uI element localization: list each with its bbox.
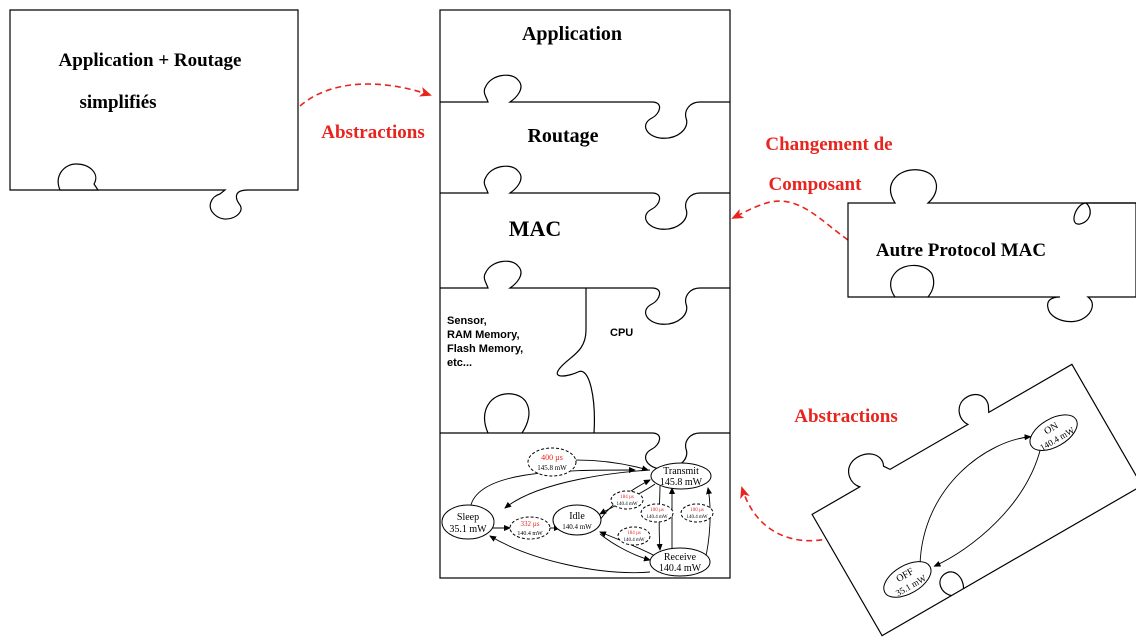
state-receive-name: Receive — [664, 552, 697, 563]
state-transmit-name: Transmit — [663, 466, 699, 477]
hardware-label-group: Sensor, RAM Memory, Flash Memory, etc... — [447, 315, 523, 369]
transient-332us: 332 µs 140.4 mW — [509, 516, 551, 540]
hardware-etc-line: etc... — [447, 357, 472, 369]
abstractions-left-label: Abstractions — [321, 122, 424, 143]
transient-184us-top-power: 140.4 mW — [616, 502, 637, 507]
change-component-line2: Composant — [769, 174, 863, 195]
layer-routage: Routage — [527, 125, 598, 147]
state-transmit: Transmit 145.8 mW — [650, 462, 712, 490]
transient-184us-top-time: 184 µs — [620, 495, 634, 500]
transient-100us-mid-time: 100 µs — [650, 508, 664, 513]
hardware-cpu-label: CPU — [610, 327, 633, 339]
transient-184us-bottom: 184 µs 140.4 mW — [617, 526, 651, 546]
left-piece-line1: Application + Routage — [59, 50, 242, 71]
hardware-ram-line: RAM Memory, — [447, 329, 520, 341]
transient-400us-time: 400 µs — [541, 453, 563, 462]
layer-mac: MAC — [509, 216, 562, 241]
layer-application: Application — [522, 23, 622, 45]
left-piece-line2: simplifiés — [79, 92, 156, 113]
state-sleep-name: Sleep — [457, 512, 479, 523]
left-puzzle-piece: Application + Routage simplifiés — [9, 9, 299, 220]
transient-400us-power: 145.8 mW — [537, 464, 567, 472]
hardware-flash-line: Flash Memory, — [447, 343, 523, 355]
transient-332us-power: 140.4 mW — [517, 531, 543, 537]
transient-184us-top: 184 µs 140.4 mW — [610, 490, 644, 510]
other-mac-label: Autre Protocol MAC — [876, 240, 1046, 261]
transient-100us-right-time: 100 µs — [690, 508, 704, 513]
state-receive-power: 140.4 mW — [659, 563, 702, 574]
protocol-stack: Application Routage MAC Sensor, RAM Memo… — [439, 9, 731, 579]
state-receive: Receive 140.4 mW — [649, 547, 711, 577]
state-sleep: Sleep 35.1 mW — [441, 504, 495, 540]
change-component-arrow: Changement de Composant — [731, 134, 893, 241]
state-transmit-power: 145.8 mW — [660, 477, 703, 488]
transient-184us-bottom-time: 184 µs — [627, 531, 641, 536]
transient-100us-right: 100 µs 140.4 mW — [680, 503, 714, 523]
abstractions-right-label: Abstractions — [794, 406, 897, 427]
state-idle-name: Idle — [569, 511, 585, 522]
other-mac-piece: Autre Protocol MAC — [847, 169, 1136, 323]
hardware-sensor-line: Sensor, — [447, 315, 487, 327]
state-idle: Idle 140.4 mW — [552, 504, 602, 536]
transient-100us-right-power: 140.4 mW — [686, 515, 707, 520]
abstractions-arrow-left: Abstractions — [299, 83, 432, 143]
change-component-line1: Changement de — [765, 134, 892, 155]
transient-100us-mid-power: 140.4 mW — [646, 515, 667, 520]
transient-332us-time: 332 µs — [520, 520, 539, 528]
radio-model-piece: ON 140.4 mW OFF 35.1 mW — [811, 363, 1136, 637]
transient-184us-bottom-power: 140.4 mW — [623, 538, 644, 543]
transient-400us: 400 µs 145.8 mW — [527, 447, 577, 477]
state-sleep-power: 35.1 mW — [449, 524, 487, 535]
energy-state-machine: Sleep 35.1 mW Idle 140.4 mW Transmit 145… — [441, 447, 714, 577]
state-idle-power: 140.4 mW — [562, 523, 592, 531]
abstractions-arrow-right: Abstractions — [740, 406, 898, 542]
transient-100us-mid: 100 µs 140.4 mW — [640, 503, 674, 523]
